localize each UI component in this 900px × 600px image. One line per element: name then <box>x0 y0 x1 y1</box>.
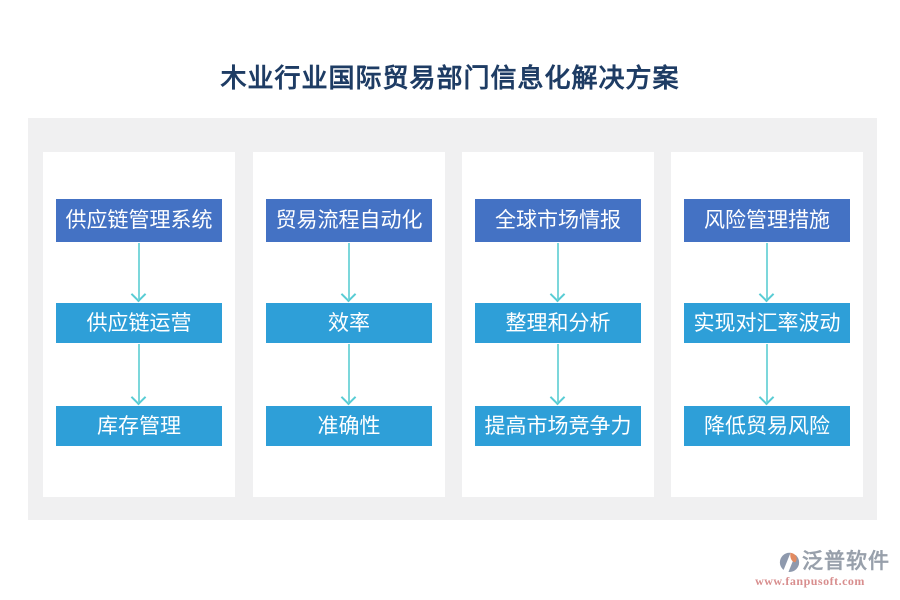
arrow-line <box>348 344 350 402</box>
arrow-line <box>766 344 768 402</box>
down-arrow-icon <box>758 344 775 406</box>
down-arrow-icon <box>130 344 147 406</box>
flow-box: 库存管理 <box>56 406 222 446</box>
down-arrow-icon <box>758 243 775 303</box>
arrow-line <box>557 243 559 299</box>
arrow-head <box>758 286 775 303</box>
page-title: 木业行业国际贸易部门信息化解决方案 <box>220 64 680 93</box>
arrow-head <box>549 286 566 303</box>
arrow-head <box>549 389 566 406</box>
flow-column-market-intel: 全球市场情报 整理和分析 提高市场竞争力 <box>462 152 654 497</box>
flow-column-trade-process: 贸易流程自动化 效率 准确性 <box>253 152 445 497</box>
flow-box: 效率 <box>266 303 432 343</box>
arrow-head <box>758 389 775 406</box>
arrow-line <box>138 344 140 402</box>
flow-box: 供应链运营 <box>56 303 222 343</box>
down-arrow-icon <box>340 344 357 406</box>
flow-box: 全球市场情报 <box>475 199 641 242</box>
flow-box: 贸易流程自动化 <box>266 199 432 242</box>
down-arrow-icon <box>549 243 566 303</box>
flow-column-supply-chain: 供应链管理系统 供应链运营 库存管理 <box>43 152 235 497</box>
arrow-head <box>130 389 147 406</box>
brand-url: www.fanpusoft.com <box>755 574 865 588</box>
flow-column-risk-mgmt: 风险管理措施 实现对汇率波动 降低贸易风险 <box>671 152 863 497</box>
flow-box: 提高市场竞争力 <box>475 406 641 446</box>
flow-box: 降低贸易风险 <box>684 406 850 446</box>
flow-box: 供应链管理系统 <box>56 199 222 242</box>
diagram-panel: 供应链管理系统 供应链运营 库存管理 贸易流程自动化 效率 准确性 全球市场情报… <box>28 118 877 520</box>
flow-box: 风险管理措施 <box>684 199 850 242</box>
flow-box: 整理和分析 <box>475 303 641 343</box>
brand-name: 泛普软件 <box>802 549 890 573</box>
arrow-line <box>557 344 559 402</box>
arrow-line <box>766 243 768 299</box>
arrow-head <box>340 389 357 406</box>
flow-box: 实现对汇率波动 <box>684 303 850 343</box>
arrow-head <box>340 286 357 303</box>
flow-box: 准确性 <box>266 406 432 446</box>
arrow-head <box>130 286 147 303</box>
down-arrow-icon <box>340 243 357 303</box>
fanpu-logo: 泛普软件 www.fanpusoft.com <box>730 549 890 589</box>
fanpu-logo-icon <box>779 549 800 573</box>
down-arrow-icon <box>549 344 566 406</box>
arrow-line <box>138 243 140 299</box>
arrow-line <box>348 243 350 299</box>
down-arrow-icon <box>130 243 147 303</box>
